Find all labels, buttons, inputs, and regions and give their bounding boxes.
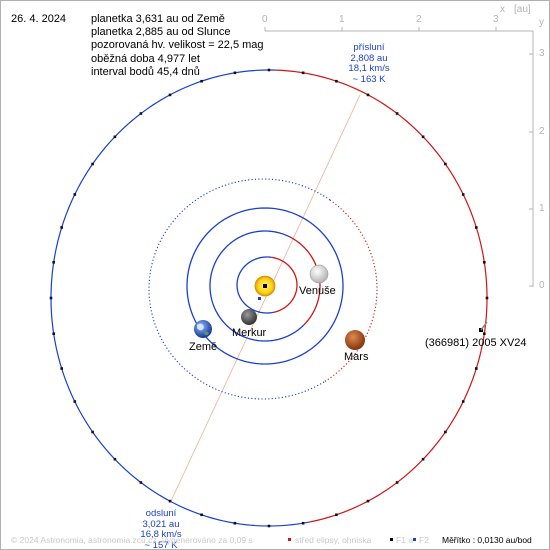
orbit-point-marker xyxy=(395,112,399,115)
perihelion-label: přísluní 2,808 au 18,1 km/s ~ 163 K xyxy=(339,42,399,85)
orbit-point-marker xyxy=(168,499,172,503)
legend-f1-swatch xyxy=(390,538,393,541)
orbit-point-marker xyxy=(335,513,338,517)
orbit-point-marker xyxy=(267,524,271,528)
mars-label: Mars xyxy=(344,351,369,363)
orbit-point-marker xyxy=(483,332,486,335)
orbit-point-marker xyxy=(461,193,465,196)
orbit-point-marker xyxy=(444,162,447,166)
legend-center-text: střed elipsy, ohniska xyxy=(295,535,372,545)
aphelion-distance: 3,021 au xyxy=(142,518,180,530)
perihelion-temp: ~ 163 K xyxy=(352,73,386,85)
asteroid-orbit xyxy=(49,68,489,528)
orbit-point-marker xyxy=(233,71,237,75)
mercury-label: Merkur xyxy=(232,327,267,339)
y-tick-label: 1 xyxy=(539,203,545,214)
orbit-point-marker xyxy=(475,226,478,229)
earth-distance-text: planetka 3,631 au od Země xyxy=(91,13,225,25)
orbit-point-marker xyxy=(421,457,425,461)
y-tick-label: 3 xyxy=(539,48,545,59)
y-axis-name: y xyxy=(539,17,544,28)
earth-icon xyxy=(194,320,212,338)
x-tick-label: 1 xyxy=(339,14,345,25)
point-interval-text: interval bodů 45,4 dnů xyxy=(91,65,200,78)
orbit-point-marker xyxy=(475,367,478,370)
ellipse-center-marker xyxy=(258,297,261,300)
orbit-point-marker xyxy=(91,430,94,434)
sun-distance-text: planetka 2,885 au od Slunce xyxy=(91,26,231,39)
copyright-text: © 2024 Astronomia, astronomia.zcu.cz. Vy… xyxy=(11,535,253,545)
orbit-point-marker xyxy=(483,261,486,264)
perihelion-distance: 2,808 au xyxy=(350,52,388,64)
orbit-point-marker xyxy=(461,400,465,403)
asteroid-marker-icon xyxy=(479,321,488,332)
orbit-point-marker xyxy=(113,457,117,461)
orbit-point-marker xyxy=(91,162,94,166)
orbit-point-marker xyxy=(200,513,203,517)
orbit-point-marker xyxy=(113,135,117,139)
earth-label: Země xyxy=(189,341,218,353)
orbit-point-marker xyxy=(139,112,143,115)
orbit-point-marker xyxy=(366,499,370,503)
venus-label: Venuše xyxy=(299,285,336,297)
y-tick-label: 0 xyxy=(539,280,545,291)
sun-icon xyxy=(254,275,276,297)
orbit-point-marker xyxy=(395,481,399,484)
orbital-period-text: oběžná doba 4,977 let xyxy=(91,52,200,65)
axis-unit: [au] xyxy=(514,4,531,15)
y-axis xyxy=(529,31,534,287)
scale-text: Měřítko : 0,0130 au/bod xyxy=(442,535,532,545)
orbit-point-marker xyxy=(200,79,203,83)
x-axis-name: x xyxy=(500,4,505,15)
date-label: 26. 4. 2024 xyxy=(11,13,67,25)
orbit-point-marker xyxy=(335,79,338,83)
aphelion-title: odsluní xyxy=(145,508,177,519)
legend-f1-text: F1 a xyxy=(396,535,414,545)
orbit-point-marker xyxy=(52,332,55,335)
mars-icon xyxy=(345,330,365,350)
legend-f2-text: F2 xyxy=(419,535,429,545)
aphelion-speed: 16,8 km/s xyxy=(140,529,182,540)
orbit-point-marker xyxy=(168,93,172,97)
mercury-icon xyxy=(241,309,257,325)
info-panel: planetka 3,631 au od Země planetka 2,885… xyxy=(91,13,264,79)
orbit-point-marker xyxy=(60,367,63,370)
asteroid-label: (366981) 2005 XV24 xyxy=(425,337,527,349)
perihelion-title: přísluní xyxy=(353,42,385,53)
y-tick-label: 2 xyxy=(539,126,545,137)
x-tick-label: 0 xyxy=(262,14,268,25)
aphelion-temp: ~ 157 K xyxy=(144,539,178,550)
earth-orbit xyxy=(186,207,344,365)
orbit-point-marker xyxy=(60,226,63,229)
mercury-orbit xyxy=(236,256,298,314)
orbit-point-marker xyxy=(366,93,370,97)
venus-icon xyxy=(309,264,329,284)
apse-line xyxy=(170,94,361,502)
orbit-point-marker xyxy=(301,71,305,75)
x-axis xyxy=(264,27,533,32)
orbit-point-marker xyxy=(139,481,143,484)
mars-orbit xyxy=(148,178,378,400)
orbit-point-marker xyxy=(233,521,237,525)
x-tick-label: 2 xyxy=(416,14,422,25)
orbit-point-marker xyxy=(421,135,425,139)
x-tick-label: 3 xyxy=(493,14,499,25)
legend-center-swatch xyxy=(288,538,291,541)
orbit-point-marker xyxy=(485,296,489,300)
orbit-point-marker xyxy=(73,400,77,403)
orbit-point-marker xyxy=(267,68,271,72)
perihelion-speed: 18,1 km/s xyxy=(348,63,390,74)
legend-f2-swatch xyxy=(413,538,416,541)
aphelion-label: odsluní 3,021 au 16,8 km/s ~ 157 K xyxy=(131,508,191,550)
magnitude-text: pozorovaná hv. velikost = 22,5 mag xyxy=(91,39,264,52)
orbit-point-marker xyxy=(52,261,55,264)
orbit-point-marker xyxy=(73,193,77,196)
orbit-point-marker xyxy=(444,430,447,434)
orbit-point-marker xyxy=(49,296,53,300)
orbit-point-marker xyxy=(301,521,305,525)
